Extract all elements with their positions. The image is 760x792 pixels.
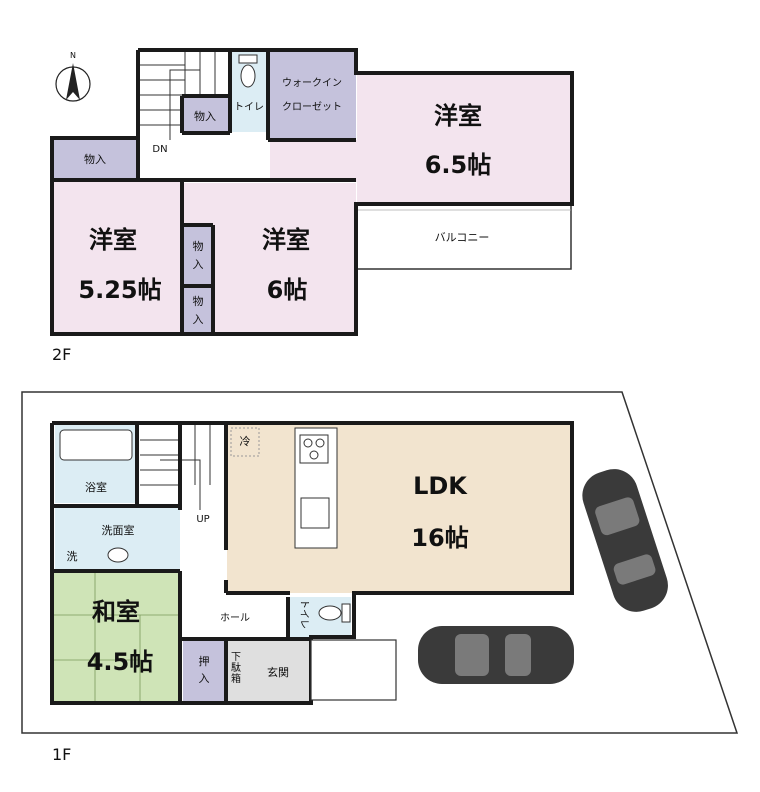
- closet-mid-b-label-1: 物: [193, 294, 204, 308]
- walls-1f: [50, 421, 574, 705]
- floor-2-label: 2F: [52, 345, 71, 364]
- toilet-2f-label: トイレ: [234, 102, 264, 113]
- ldk-fill: [227, 423, 571, 593]
- entrance-fill: [226, 640, 311, 703]
- closet-mid-b-label-2: 入: [193, 313, 204, 326]
- room-b-size: 6帖: [267, 276, 308, 304]
- kitchen-counter: [294, 427, 338, 549]
- closet-mid-a-label-2: 入: [193, 258, 204, 271]
- shoebox-label-3: 箱: [231, 672, 241, 685]
- shoebox-label-1: 下: [231, 652, 241, 663]
- stairs-2f: [140, 50, 216, 140]
- floor-1: 冷 浴室 洗面室 洗 UP LDK 16帖 和室 4.5帖 ホール トイレ 押 …: [21, 391, 739, 764]
- up-label: UP: [196, 514, 209, 525]
- shoebox-label-2: 駄: [231, 661, 241, 674]
- room-a-size: 5.25帖: [78, 276, 161, 304]
- room-a-name: 洋室: [89, 226, 137, 254]
- balcony-label: バルコニー: [435, 231, 490, 244]
- room-c-fill: [357, 73, 571, 203]
- fridge-label: 冷: [240, 435, 251, 448]
- north-label: N: [70, 51, 76, 60]
- closet-left-label: 物入: [84, 152, 106, 166]
- porch: [310, 639, 397, 701]
- washbasin: [107, 547, 129, 563]
- toilet-1f-fill: [289, 597, 351, 637]
- fridge-space: [230, 427, 260, 457]
- floor-2: N: [50, 48, 574, 364]
- walkin-closet-fill: [270, 50, 356, 140]
- room-c-name: 洋室: [434, 102, 482, 130]
- oshiire-label-1: 押: [199, 654, 210, 668]
- closet-top-label: 物入: [194, 109, 216, 123]
- room-b-name: 洋室: [262, 226, 310, 254]
- closet-mid-a-fill: [183, 225, 213, 285]
- dn-label: DN: [152, 144, 167, 155]
- japanese-room-name: 和室: [92, 598, 140, 626]
- japanese-room-fill: [52, 573, 180, 703]
- tatami-lines: [52, 573, 180, 703]
- oshiire-fill: [183, 640, 226, 703]
- floor-1-label: 1F: [52, 745, 71, 764]
- closet-mid-a-label-1: 物: [193, 239, 204, 253]
- toilet-1f-label: トイレ: [298, 599, 309, 629]
- ldk-size: 16帖: [411, 524, 468, 552]
- room-c-hall-fill: [270, 140, 360, 182]
- bathtub: [59, 429, 133, 461]
- hall-label: ホール: [220, 612, 250, 624]
- bath-label: 浴室: [85, 480, 107, 494]
- stairs-1f: [140, 423, 211, 510]
- ldk-name: LDK: [413, 472, 468, 500]
- washer-label: 洗: [67, 550, 78, 563]
- walls-2f: [50, 48, 574, 336]
- washroom-label: 洗面室: [102, 523, 135, 537]
- toilet-1f-fixture: [318, 603, 351, 623]
- entrance-label: 玄関: [267, 665, 289, 679]
- closet-mid-b-fill: [183, 287, 213, 332]
- toilet-2f-fixture: [238, 54, 258, 88]
- japanese-room-size: 4.5帖: [87, 648, 154, 676]
- oshiire-label-2: 入: [199, 672, 210, 685]
- car-horizontal-icon: [418, 626, 574, 684]
- lot-boundary: [21, 391, 739, 734]
- toilet-2f-fill: [230, 50, 268, 132]
- north-arrow-icon: N: [55, 51, 91, 102]
- walkin-label-line2: クローゼット: [282, 101, 342, 113]
- car-vertical-icon: [582, 469, 668, 612]
- room-a-fill: [52, 180, 180, 333]
- room-c-size: 6.5帖: [425, 151, 492, 179]
- closet-left-fill: [52, 140, 138, 180]
- closet-top-fill: [183, 97, 228, 133]
- walkin-label-line1: ウォークイン: [282, 77, 342, 89]
